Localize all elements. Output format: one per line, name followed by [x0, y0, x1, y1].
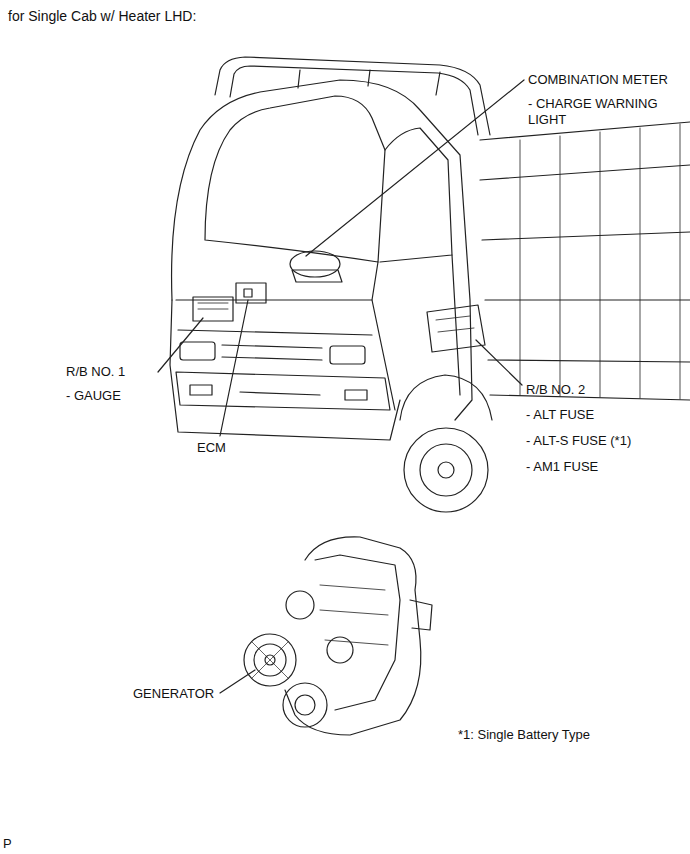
- cab-body: [172, 80, 472, 420]
- leader-line: [158, 318, 203, 372]
- relay-block: [436, 316, 474, 332]
- part-name: ECM: [197, 440, 226, 456]
- combination-meter: [292, 270, 342, 282]
- part-name: R/B NO. 2: [526, 382, 585, 398]
- ecm: [236, 283, 266, 303]
- footnote: *1: Single Battery Type: [458, 727, 590, 743]
- engine: [320, 585, 388, 645]
- part-note: - ALT FUSE: [526, 407, 594, 423]
- relay-block: [193, 297, 233, 321]
- wheel-hub: [438, 462, 454, 478]
- headlight: [180, 342, 215, 360]
- leader-line: [476, 340, 522, 385]
- relay-block: [427, 305, 485, 352]
- roof-rack: [215, 57, 490, 135]
- part-note: - CHARGE WARNING LIGHT: [528, 96, 668, 128]
- truck-bed: [480, 122, 690, 400]
- engine: [410, 600, 432, 630]
- part-note: - GAUGE: [66, 388, 121, 404]
- crank-pulley: [283, 683, 327, 727]
- generator: [252, 642, 288, 678]
- part-name: COMBINATION METER: [528, 72, 668, 88]
- wheel-arch: [400, 375, 492, 420]
- ecm: [244, 289, 252, 297]
- part-note: - AM1 FUSE: [526, 459, 598, 475]
- part-name: GENERATOR: [133, 686, 214, 702]
- combination-meter: [290, 251, 340, 277]
- bumper: [176, 372, 390, 410]
- wheel: [420, 444, 472, 496]
- page-mark: P: [3, 836, 12, 852]
- truck-bed: [520, 124, 680, 399]
- fog-lamp: [345, 390, 367, 400]
- leader-line: [306, 80, 524, 256]
- part-note: - ALT-S FUSE (*1): [526, 433, 631, 449]
- roof-rack: [230, 66, 478, 135]
- engine: [285, 537, 421, 735]
- wheel: [404, 428, 488, 512]
- bumper: [240, 392, 320, 395]
- relay-block: [198, 303, 228, 309]
- pulley: [286, 591, 314, 619]
- pulley: [327, 637, 353, 663]
- leader-line: [220, 670, 255, 693]
- leader-line: [220, 300, 248, 436]
- headlight: [330, 346, 365, 364]
- generator: [244, 634, 296, 686]
- part-name: R/B NO. 1: [66, 364, 125, 380]
- engine: [315, 555, 400, 710]
- fog-lamp: [190, 385, 212, 395]
- side-window: [380, 128, 452, 262]
- crank-pulley: [295, 695, 315, 715]
- cab-body: [178, 330, 372, 335]
- windshield: [205, 96, 385, 262]
- figure-title: for Single Cab w/ Heater LHD:: [8, 8, 196, 24]
- cab-body: [176, 299, 372, 300]
